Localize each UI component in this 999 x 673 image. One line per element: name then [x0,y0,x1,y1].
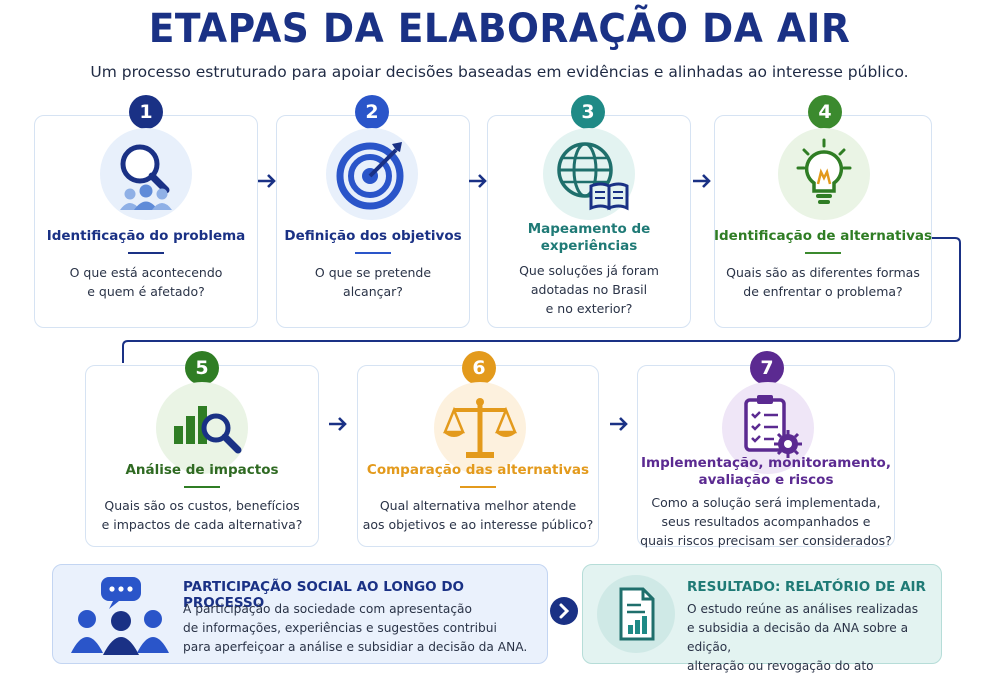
step-text-4: Identificação de alternativas Quais são … [714,115,932,328]
page-subtitle: Um processo estruturado para apoiar deci… [90,63,909,81]
result-panel: RESULTADO: RELATÓRIO DE AIR O estudo reú… [582,564,942,673]
magnifier-people-icon [100,128,192,220]
scales-icon [434,382,526,474]
lightbulb-icon [778,128,870,220]
step-badge-7: 7 [750,351,784,385]
target-icon [326,128,418,220]
participation-title: PARTICIPAÇÃO SOCIAL AO LONGO DO PROCESSO [183,579,465,611]
step-badge-4: 4 [808,95,842,129]
step-description: Como a solução será implementada,seus re… [640,495,892,548]
step-underline [184,486,220,488]
globe-book-icon [543,128,635,220]
arrow-right-icon [469,174,487,188]
step-badge-3: 3 [571,95,605,129]
page-title: ETAPAS DA ELABORAÇÃO DA AIR [148,6,851,52]
step-underline [805,252,841,254]
step-underline [355,252,391,254]
step-title: Definição dos objetivos [284,228,462,244]
arrow-right-icon [693,174,711,188]
arrow-right-icon [329,417,347,431]
step-text-5: Análise de impactos Quais são os custos,… [85,365,319,547]
step-text-6: Comparação das alternativas Qual alterna… [357,365,599,547]
arrow-right-icon [258,174,276,188]
step-badge-6: 6 [462,351,496,385]
step-text-7: Implementação, monitoramento,avaliação e… [637,365,895,548]
step-underline [460,486,496,488]
chart-magnifier-icon [156,382,248,474]
step-text-2: Definição dos objetivos O que se pretend… [276,115,470,328]
participation-panel: PARTICIPAÇÃO SOCIAL AO LONGO DO PROCESSO… [52,564,548,664]
people-chat-icon [71,577,169,655]
step-title: Análise de impactos [125,462,279,478]
chevron-right-icon [550,597,578,625]
report-icon [597,575,675,653]
step-underline [128,252,164,254]
result-title: RESULTADO: RELATÓRIO DE AIR [687,579,926,595]
clipboard-gear-icon [722,382,814,474]
step-badge-1: 1 [129,95,163,129]
step-text-1: Identificação do problema O que está aco… [34,115,258,328]
step-title: Identificação do problema [46,228,246,244]
step-badge-2: 2 [355,95,389,129]
participation-text: A participação da sociedade com apresent… [183,602,528,654]
step-title: Identificação de alternativas [714,228,933,244]
arrow-right-icon [610,417,628,431]
step-title: Implementação, monitoramento,avaliação e… [641,455,891,488]
step-title: Comparação das alternativas [366,462,590,478]
step-badge-5: 5 [185,351,219,385]
